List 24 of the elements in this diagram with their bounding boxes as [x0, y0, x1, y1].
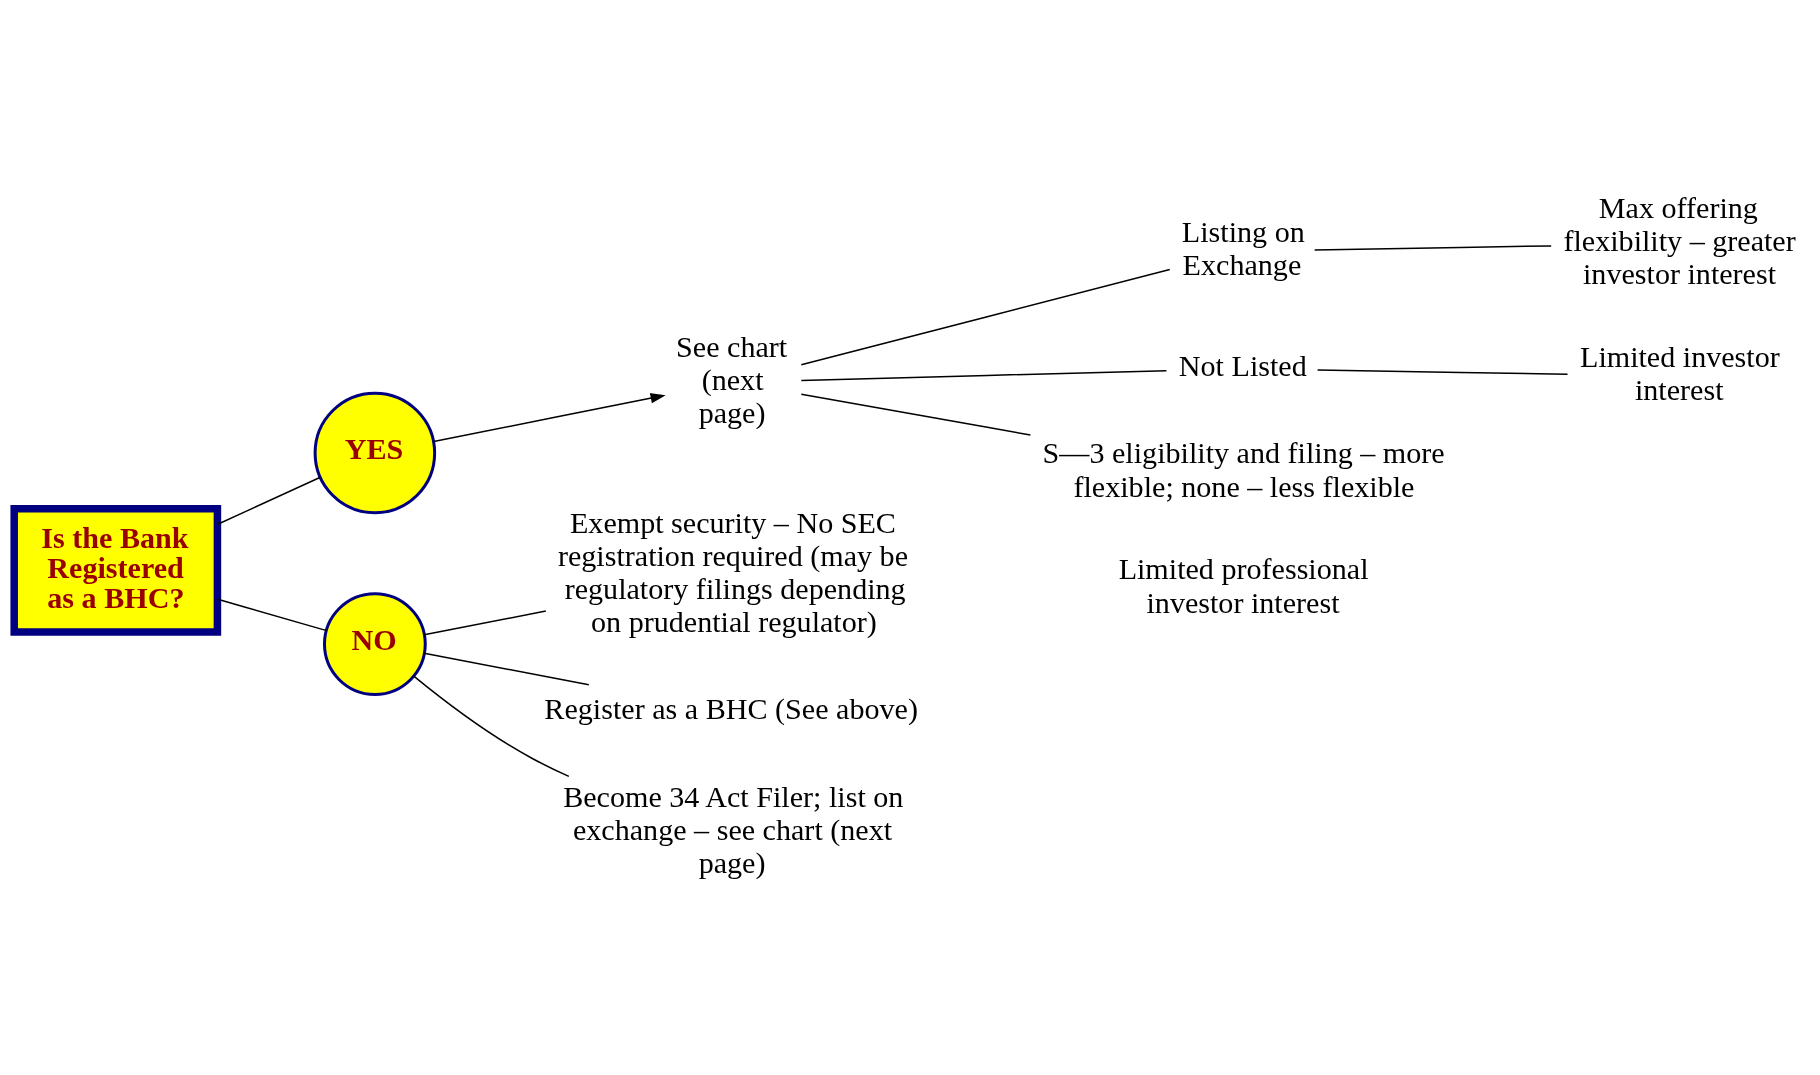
node-text: Max offering flexibility – greater investor interest — [1563, 190, 1796, 291]
connector — [800, 392, 1032, 436]
connector — [423, 652, 590, 685]
node-text: Not Listed — [1178, 348, 1307, 383]
node-text: Become 34 Act Filer; list on exchange – see chart (next page) — [563, 779, 904, 880]
node-text: Exempt security – No SEC registration required (may be regulatory filings depending on prudential regulator) — [557, 505, 909, 639]
node-circle: YES — [313, 391, 437, 514]
node-box: Is the Bank Registered as a BHC? — [10, 504, 222, 636]
node-circle: NO — [323, 591, 427, 696]
connector — [412, 674, 570, 777]
connector — [800, 268, 1171, 366]
label: Limited professional investor interest — [1118, 551, 1369, 620]
node-text: Limited investor interest — [1580, 339, 1780, 407]
node-text: Register as a BHC (See above) — [544, 691, 918, 726]
node-text: Listing on Exchange — [1181, 214, 1305, 282]
connector — [423, 609, 547, 636]
connector — [217, 598, 328, 631]
connector — [1316, 368, 1569, 375]
arrow — [433, 392, 666, 442]
node-text: S—3 eligibility and filing – more flexible; none – less flexible — [1042, 435, 1445, 504]
connector — [1313, 244, 1552, 251]
connector — [800, 369, 1168, 381]
connector — [217, 476, 322, 525]
node-text: See chart (next page) — [676, 329, 788, 430]
